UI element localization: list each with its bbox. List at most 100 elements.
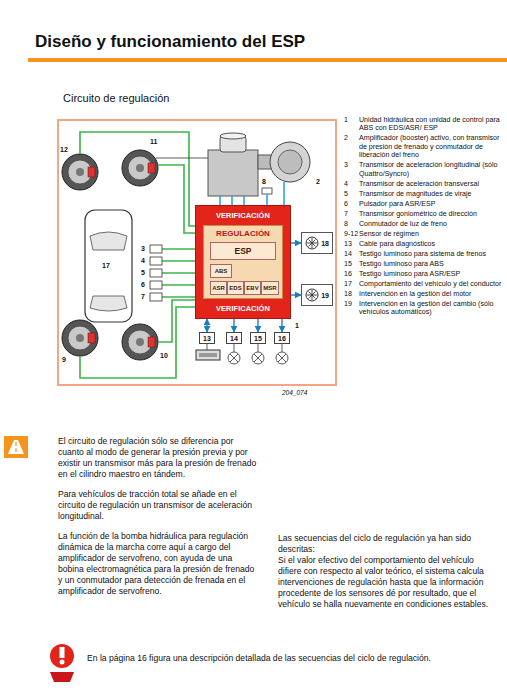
legend-text: Pulsador para ASR/ESP [359, 200, 502, 208]
legend-row: 8Conmutador de luz de freno [344, 220, 502, 228]
function-label: MSR [263, 285, 276, 291]
legend-text: Transmisor de aceleración longitudinal (… [359, 161, 502, 178]
legend-row: 5Transmisor de magnitudes de viraje [344, 190, 502, 198]
intervention-symbol [305, 288, 319, 302]
callout-number: 15 [254, 335, 262, 342]
legend-row: 6Pulsador para ASR/ESP [344, 200, 502, 208]
function-label: ABS [215, 268, 228, 274]
legend-row: 15Testigo luminoso para ABS [344, 260, 502, 268]
body-paragraph: Para vehículos de tracción total se añad… [58, 489, 258, 522]
legend-text: Cable para diagnósticos [359, 240, 502, 248]
intervention-symbol [305, 236, 319, 250]
legend-row: 17Comportamiento del vehículo y del cond… [344, 280, 502, 288]
legend-text: Amplificador (booster) activo, con trans… [359, 134, 502, 159]
legend-text: Intervención en la gestión del motor [359, 290, 502, 298]
legend-number: 14 [344, 250, 359, 258]
sensor-boxes [150, 245, 162, 301]
legend-row: 7Transmisor goniométrico de dirección [344, 210, 502, 218]
callout-number: 8 [262, 178, 266, 186]
figure-code: 204_074 [282, 389, 307, 396]
wheel [62, 154, 98, 190]
warning-lamps [228, 344, 288, 364]
callout-number: 17 [102, 262, 110, 270]
legend-text: Testigo luminoso para ABS [359, 260, 502, 268]
legend-row: 9-12Sensor de régimen [344, 230, 502, 238]
check-band-label: VERIFICACIÓN [196, 211, 290, 220]
legend-number: 1 [344, 116, 359, 133]
body-paragraph: Si el valor efectivo del comportamiento … [278, 555, 490, 610]
callout-number: 3 [141, 245, 145, 253]
function-box: EBV [244, 281, 261, 295]
legend-row: 1Unidad hidráulica con unidad de control… [344, 116, 502, 133]
callout-number: 1 [295, 322, 299, 330]
callout-number: 7 [141, 293, 145, 301]
function-label: ASR [212, 285, 225, 291]
legend-number: 9-12 [344, 230, 359, 238]
callout-number: 16 [278, 335, 286, 342]
legend-number: 4 [344, 180, 359, 188]
legend-row: 2Amplificador (booster) activo, con tran… [344, 134, 502, 159]
callout-number: 5 [141, 269, 145, 277]
car [85, 210, 132, 322]
callout-number: 10 [160, 352, 168, 360]
function-box: ASR [210, 281, 227, 295]
lamp-box: 16 [274, 332, 290, 344]
legend-number: 19 [344, 300, 359, 317]
body-paragraph: El circuito de regulación sólo se difere… [58, 436, 258, 480]
subtitle: Circuito de regulación [63, 92, 169, 104]
legend-text: Transmisor de magnitudes de viraje [359, 190, 502, 198]
hydraulic-unit [156, 133, 258, 196]
note-text: En la página 16 figura una descripción d… [87, 653, 431, 663]
callout-number: 9 [62, 356, 66, 364]
legend-row: 18Intervención en la gestión del motor [344, 290, 502, 298]
function-label: ESP [234, 246, 251, 256]
callout-number: 11 [150, 138, 157, 146]
diagnosis-box: 13 [199, 332, 215, 344]
wheel [122, 324, 158, 360]
legend-number: 8 [344, 220, 359, 228]
legend-number: 16 [344, 270, 359, 278]
legend-row: 19Intervención en la gestión del cambio … [344, 300, 502, 317]
figure-frame [58, 120, 336, 385]
legend-row: 13Cable para diagnósticos [344, 240, 502, 248]
callout-number: 4 [141, 257, 145, 265]
wheel [122, 150, 158, 186]
legend-number: 13 [344, 240, 359, 248]
function-box: ABS [210, 264, 232, 278]
legend-text: Intervención en la gestión del cambio (s… [359, 300, 502, 317]
control-unit: VERIFICACIÓNVERIFICACIÓNREGULACIÓNESPABS… [195, 205, 291, 319]
callout-number: 18 [321, 240, 329, 247]
callout-number: 13 [203, 335, 211, 342]
text-column: El circuito de regulación sólo se difere… [58, 436, 258, 606]
legend-number: 2 [344, 134, 359, 159]
legend-text: Comportamiento del vehículo y del conduc… [359, 280, 502, 288]
legend-row: 16Testigo luminoso para ASR/ESP [344, 270, 502, 278]
wheel [62, 320, 98, 356]
engine-intervention-box: 18 [301, 232, 333, 254]
legend-number: 17 [344, 280, 359, 288]
callout-number: 2 [316, 178, 320, 186]
signal-connector [206, 319, 207, 332]
callout-number: 19 [321, 292, 329, 299]
legend-number: 3 [344, 161, 359, 178]
note-icon [50, 644, 74, 682]
sensor-wires [80, 132, 195, 378]
callout-number: 6 [141, 281, 145, 289]
check-band-label: VERIFICACIÓN [196, 304, 290, 313]
text-column: Las secuencias del ciclo de regulación y… [278, 533, 490, 619]
legend-row: 3Transmisor de aceleración longitudinal … [344, 161, 502, 178]
page-title: Diseño y funcionamiento del ESP [35, 32, 305, 52]
legend-text: Conmutador de luz de freno [359, 220, 502, 228]
legend-text: Transmisor de aceleración transversal [359, 180, 502, 188]
signal-connector [257, 319, 258, 332]
body-paragraph: Las secuencias del ciclo de regulación y… [278, 533, 490, 555]
legend-number: 7 [344, 210, 359, 218]
legend-number: 6 [344, 200, 359, 208]
function-label: EDS [229, 285, 241, 291]
numbered-legend: 1Unidad hidráulica con unidad de control… [344, 116, 502, 318]
legend-text: Transmisor goniométrico de dirección [359, 210, 502, 218]
legend-number: 5 [344, 190, 359, 198]
function-label: EBV [246, 285, 258, 291]
